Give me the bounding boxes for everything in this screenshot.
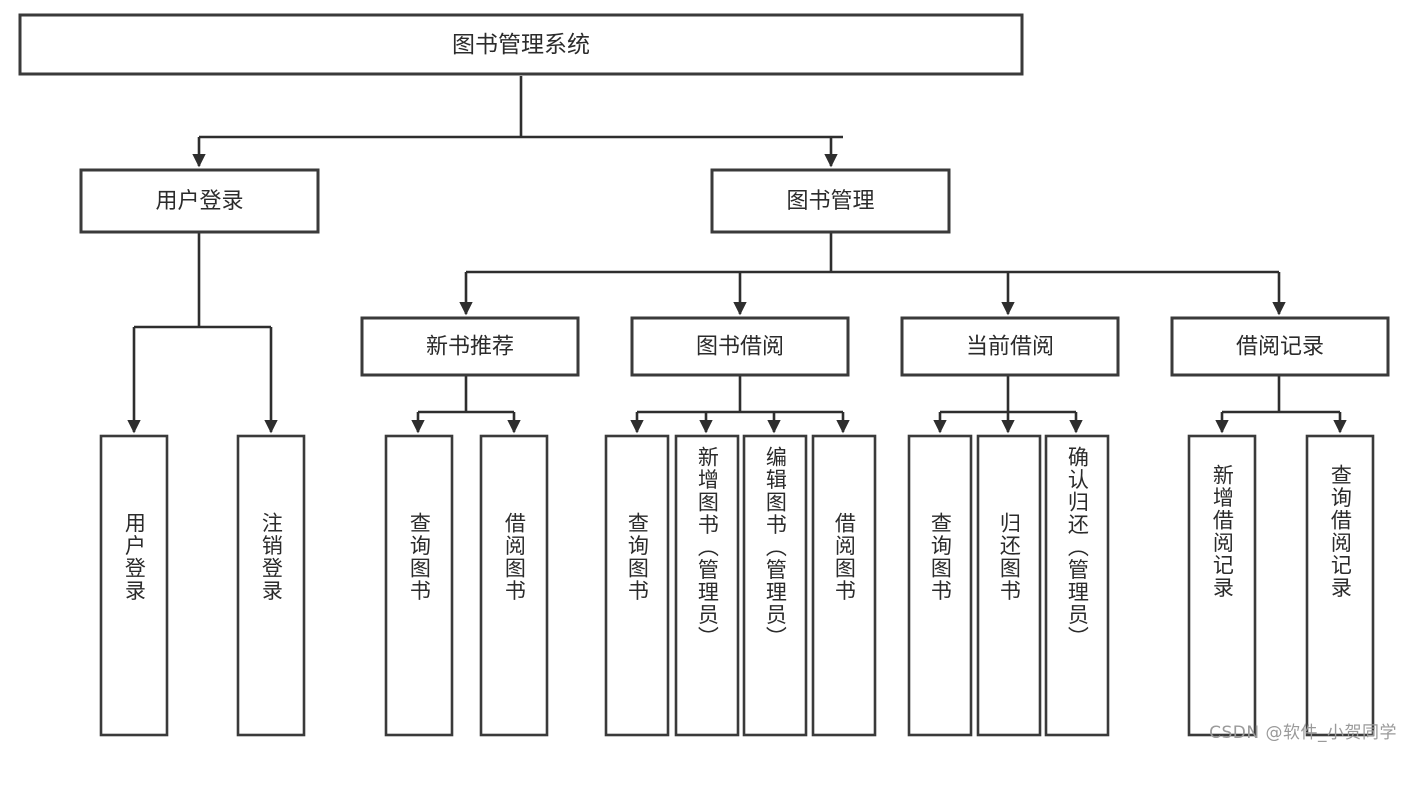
node-borrow-records[interactable]: 借阅记录 bbox=[1170, 316, 1390, 377]
leaf-box-current-borrow-0[interactable] bbox=[907, 434, 973, 737]
flowchart-svg: 图书管理系统 用户登录 图书管理 新书推荐 图书借阅 当前借阅 借阅记录 bbox=[18, 13, 1390, 737]
leaf-boxes-current-borrow bbox=[907, 434, 1110, 737]
node-book-borrow[interactable]: 图书借阅 bbox=[630, 316, 850, 377]
node-user-login-label: 用户登录 bbox=[155, 189, 243, 214]
connector-group-root bbox=[192, 76, 843, 168]
leaf-boxes-new-book bbox=[384, 434, 549, 737]
watermark-text: CSDN @软件_小贺同学 bbox=[1209, 723, 1397, 743]
leaf-box-current-borrow-1[interactable] bbox=[976, 434, 1042, 737]
node-borrow-records-box[interactable] bbox=[1170, 316, 1390, 377]
node-root[interactable]: 图书管理系统 bbox=[18, 13, 1024, 76]
connector-group-borrow-records bbox=[1215, 375, 1347, 434]
node-current-borrow-box[interactable] bbox=[900, 316, 1120, 377]
connector-group-current-borrow bbox=[933, 375, 1083, 434]
node-book-manage-label: 图书管理 bbox=[786, 189, 874, 214]
node-book-borrow-box[interactable] bbox=[630, 316, 850, 377]
connector-group-book-borrow bbox=[630, 375, 850, 434]
leaf-boxes-user-login bbox=[99, 434, 306, 737]
node-user-login[interactable]: 用户登录 bbox=[79, 168, 320, 234]
leaf-box-user-login-0[interactable] bbox=[99, 434, 169, 737]
node-new-book-recommend-label: 新书推荐 bbox=[426, 335, 514, 360]
leaf-boxes-borrow-records bbox=[1187, 434, 1375, 737]
leaf-box-new-book-0[interactable] bbox=[384, 434, 454, 737]
node-root-box[interactable] bbox=[18, 13, 1024, 76]
node-current-borrow[interactable]: 当前借阅 bbox=[900, 316, 1120, 377]
flowchart-canvas: 图书管理系统 用户登录 图书管理 新书推荐 图书借阅 当前借阅 借阅记录 bbox=[18, 13, 1397, 743]
node-new-book-recommend-box[interactable] bbox=[360, 316, 580, 377]
node-new-book-recommend[interactable]: 新书推荐 bbox=[360, 316, 580, 377]
leaf-box-book-borrow-2[interactable] bbox=[742, 434, 808, 737]
leaf-box-borrow-records-1[interactable] bbox=[1305, 434, 1375, 737]
connector-group-user-login bbox=[127, 232, 278, 434]
leaf-box-user-login-1[interactable] bbox=[236, 434, 306, 737]
node-borrow-records-label: 借阅记录 bbox=[1236, 335, 1324, 360]
leaf-box-borrow-records-0[interactable] bbox=[1187, 434, 1257, 737]
node-root-label: 图书管理系统 bbox=[452, 32, 590, 58]
node-user-login-box[interactable] bbox=[79, 168, 320, 234]
node-book-manage[interactable]: 图书管理 bbox=[710, 168, 951, 234]
leaf-box-book-borrow-3[interactable] bbox=[811, 434, 877, 737]
leaf-box-book-borrow-0[interactable] bbox=[604, 434, 670, 737]
node-book-borrow-label: 图书借阅 bbox=[696, 335, 784, 360]
connector-group-new-book bbox=[411, 375, 521, 434]
node-book-manage-box[interactable] bbox=[710, 168, 951, 234]
leaf-boxes-book-borrow bbox=[604, 434, 877, 737]
leaf-box-current-borrow-2[interactable] bbox=[1044, 434, 1110, 737]
leaf-box-book-borrow-1[interactable] bbox=[674, 434, 740, 737]
node-current-borrow-label: 当前借阅 bbox=[966, 335, 1054, 360]
leaf-box-new-book-1[interactable] bbox=[479, 434, 549, 737]
connector-group-book-manage bbox=[459, 232, 1286, 316]
